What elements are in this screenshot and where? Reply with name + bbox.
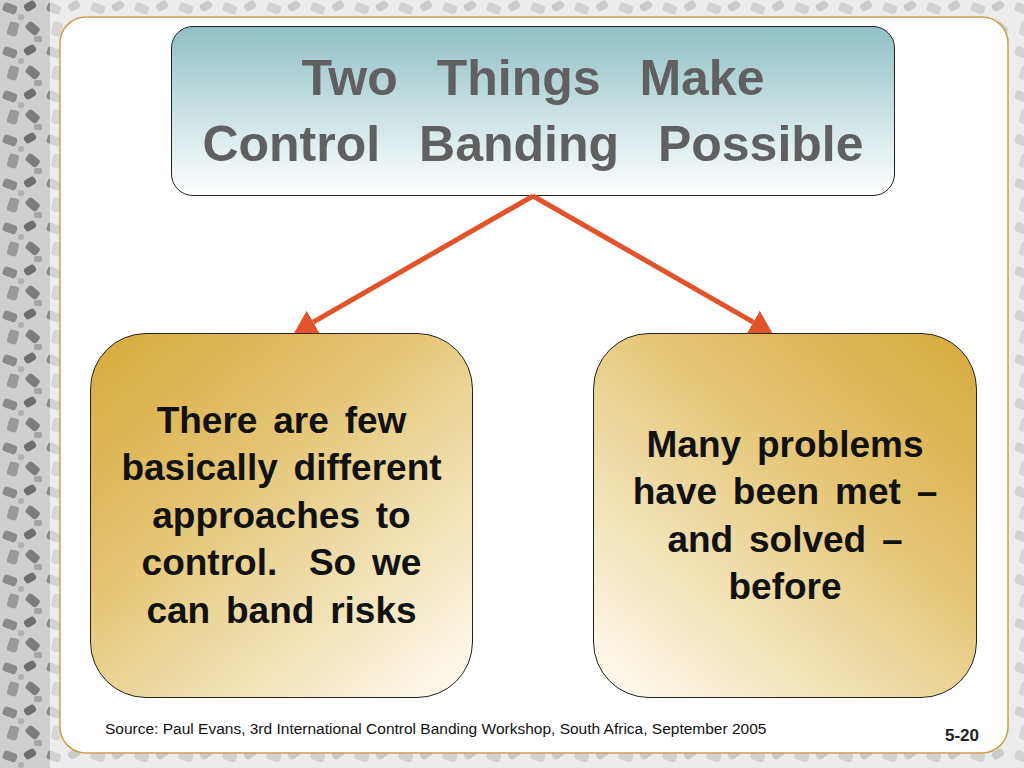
title-box: Two Things Make Control Banding Possible [171, 26, 895, 196]
slide-frame [60, 17, 1008, 753]
concept-box: There are few basically different approa… [90, 333, 473, 698]
slide-number: 5-20 [945, 726, 979, 746]
box-text: There are few basically different approa… [112, 397, 451, 635]
title-text: Two Things Make Control Banding Possible [197, 45, 869, 177]
source-note: Source: Paul Evans, 3rd International Co… [105, 720, 766, 738]
box-text: Many problems have been met – and solved… [616, 421, 955, 611]
arrow-connector [533, 196, 753, 322]
concept-box: Many problems have been met – and solved… [593, 333, 977, 698]
arrow-connector [313, 196, 533, 322]
left-texture-strip [0, 0, 50, 768]
